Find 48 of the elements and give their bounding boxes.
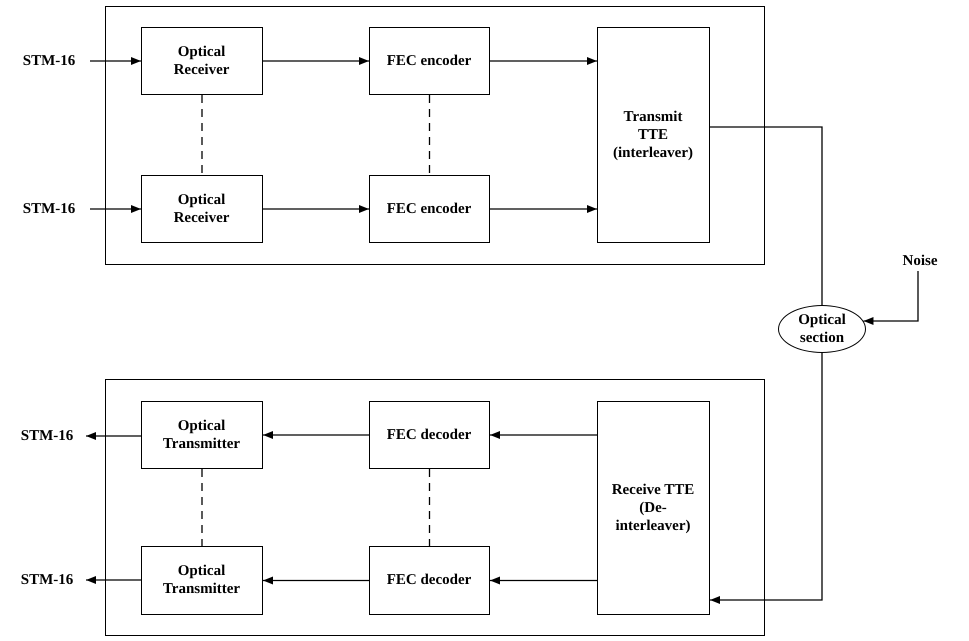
arrow bbox=[863, 271, 919, 325]
box-label: Receive TTE (De-interleaver) bbox=[610, 480, 696, 534]
dashed-line bbox=[201, 469, 203, 546]
arrow bbox=[90, 205, 141, 213]
box-label: Optical Receiver bbox=[172, 190, 230, 226]
signal-label: STM-16 bbox=[8, 199, 90, 219]
box-label: Transmit TTE (interleaver) bbox=[612, 108, 694, 162]
box-label: Optical section bbox=[797, 311, 847, 347]
arrow bbox=[490, 431, 597, 439]
arrow bbox=[90, 57, 141, 65]
box-label: FEC encoder bbox=[386, 200, 472, 218]
box-label: Optical Transmitter bbox=[162, 562, 242, 598]
process-box bbox=[596, 26, 710, 242]
arrow bbox=[263, 431, 369, 439]
signal-label: STM-16 bbox=[8, 570, 86, 590]
signal-label: STM-16 bbox=[8, 51, 90, 71]
dashed-line bbox=[428, 95, 430, 175]
module-frame bbox=[105, 6, 765, 265]
process-box bbox=[140, 26, 262, 94]
arrow bbox=[710, 353, 823, 604]
arrow bbox=[490, 57, 597, 65]
arrow bbox=[263, 205, 369, 213]
process-box bbox=[368, 400, 490, 468]
arrow bbox=[490, 576, 597, 584]
process-box bbox=[368, 174, 490, 242]
box-label: FEC decoder bbox=[386, 571, 472, 589]
box-label: FEC decoder bbox=[386, 426, 472, 444]
connector-line bbox=[710, 126, 823, 305]
process-box bbox=[368, 26, 490, 94]
process-box bbox=[140, 400, 262, 468]
box-label: Optical Transmitter bbox=[162, 416, 242, 452]
dashed-line bbox=[201, 95, 203, 175]
process-box bbox=[140, 174, 262, 242]
module-frame bbox=[105, 379, 765, 636]
arrow bbox=[263, 576, 369, 584]
process-box bbox=[140, 546, 262, 614]
section-ellipse bbox=[778, 305, 866, 353]
process-box bbox=[368, 546, 490, 614]
box-label: Optical Receiver bbox=[172, 42, 230, 78]
arrow bbox=[490, 205, 597, 213]
signal-label: STM-16 bbox=[8, 426, 86, 446]
arrow bbox=[86, 576, 141, 584]
box-label: FEC encoder bbox=[386, 52, 472, 70]
signal-label: Noise bbox=[894, 251, 946, 271]
dashed-line bbox=[428, 469, 430, 546]
process-box bbox=[596, 400, 710, 614]
arrow bbox=[263, 57, 369, 65]
arrow bbox=[86, 432, 141, 440]
